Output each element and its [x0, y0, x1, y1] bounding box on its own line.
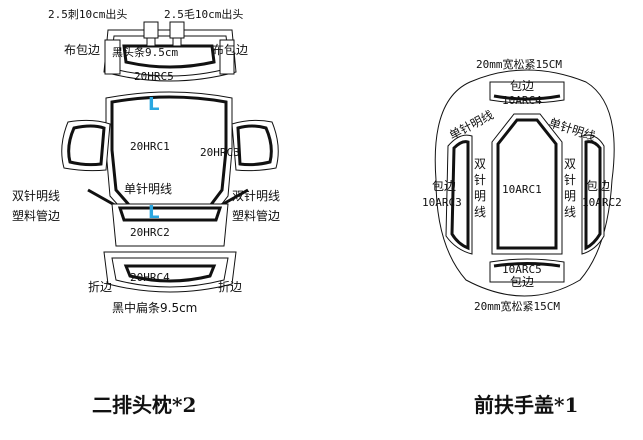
double-left-char: 线 [474, 205, 486, 219]
label-bao-left: 包边 [432, 179, 456, 193]
title-armrest: 前扶手盖*1 [474, 393, 578, 417]
note-top-left: 2.5刺10cm出头 [48, 7, 127, 21]
label-L-top: L [148, 94, 159, 115]
label-bao-right: 包边 [586, 179, 610, 193]
label-hrc3: 20HRC3 [200, 146, 240, 159]
label-double-left-2: 塑料管边 [12, 208, 60, 223]
double-left-char: 双 [474, 157, 486, 171]
double-right-char: 针 [564, 172, 576, 187]
label-hrc5: 20HRC5 [134, 70, 174, 83]
label-fold-right: 折边 [218, 279, 242, 294]
label-arc3: 10ARC3 [422, 196, 462, 209]
label-hrc2: 20HRC2 [130, 226, 170, 239]
piece-hrc4 [103, 251, 237, 293]
label-double-right: 双 针 明 线 [564, 157, 576, 219]
label-hrc4: 20HRC4 [130, 271, 170, 284]
label-bubian-left: 布包边 [64, 43, 100, 57]
label-double-right-1: 双针明线 [232, 188, 280, 203]
label-black-strip: 黑头条9.5cm [112, 45, 178, 59]
label-arc1: 10ARC1 [502, 183, 542, 196]
armrest-pattern: 20mm宽松紧15CM 包边 10ARC4 单针明线 单针明线 包边 10ARC… [422, 57, 622, 417]
piece-arc5 [489, 258, 565, 283]
label-arc4: 10ARC4 [502, 94, 542, 107]
label-arc2: 10ARC2 [582, 196, 622, 209]
label-double-left-1: 双针明线 [12, 188, 60, 203]
double-left-char: 明 [474, 189, 486, 203]
double-left-char: 针 [474, 172, 486, 187]
label-L-bottom: L [148, 202, 159, 223]
label-hrc1: 20HRC1 [130, 140, 170, 153]
label-double-right-2: 塑料管边 [232, 208, 280, 223]
note-top-right: 2.5毛10cm出头 [164, 7, 243, 21]
piece-arc3 [445, 134, 473, 255]
label-bubian-right: 布包边 [212, 43, 248, 57]
piece-arc2 [581, 134, 605, 255]
headrest-pattern: 2.5刺10cm出头 2.5毛10cm出头 布包边 布包边 黑头条9.5cm 2… [12, 7, 280, 417]
piece-hrc5 [103, 21, 237, 82]
label-bao-top: 包边 [510, 79, 534, 93]
title-headrest: 二排头枕*2 [92, 393, 196, 417]
label-bottom-strip: 黑中扁条9.5cm [112, 300, 197, 315]
label-single-needle: 单针明线 [124, 181, 172, 196]
double-right-char: 明 [564, 189, 576, 203]
label-bottom-band: 20mm宽松紧15CM [474, 299, 560, 313]
piece-hrc3 [231, 119, 279, 172]
piece-arc1 [491, 113, 563, 255]
piece-hrc2 [111, 203, 229, 247]
label-bao-bottom: 包边 [510, 275, 534, 289]
piece-side-left [61, 119, 111, 172]
label-arc5: 10ARC5 [502, 263, 542, 276]
double-right-char: 线 [564, 205, 576, 219]
piece-arc4 [489, 81, 565, 104]
label-top-band: 20mm宽松紧15CM [476, 57, 562, 71]
double-right-char: 双 [564, 157, 576, 171]
label-fold-left: 折边 [88, 279, 112, 294]
label-double-left: 双 针 明 线 [474, 157, 486, 219]
